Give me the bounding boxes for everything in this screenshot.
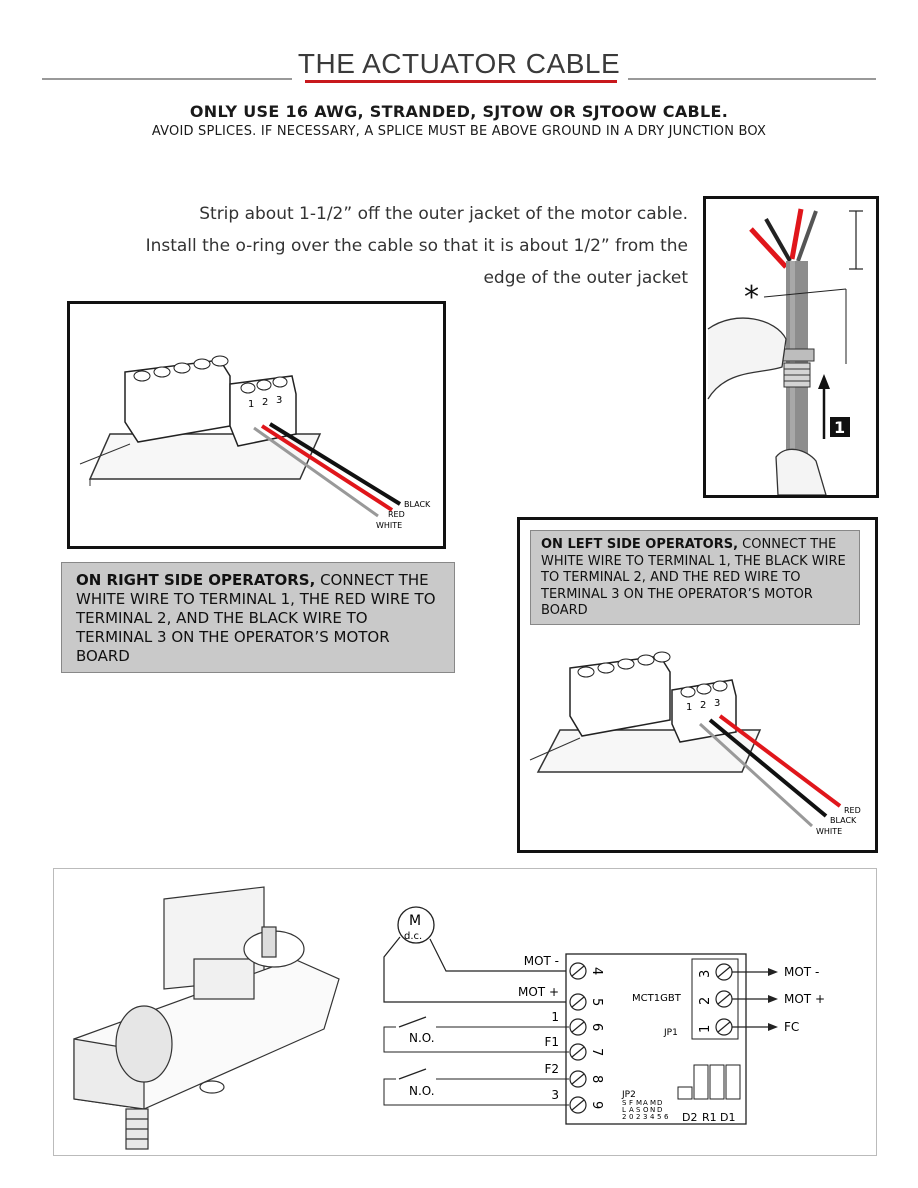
- no-label-1: N.O.: [409, 1031, 435, 1045]
- left-terminal-num: 4: [589, 967, 604, 975]
- right-terminal-3: 3: [276, 395, 282, 406]
- instruction-line-1: Strip about 1-1/2” off the outer jacket …: [199, 204, 688, 224]
- left-terminal-label: 1: [551, 1010, 559, 1024]
- motor-label: M: [409, 913, 421, 929]
- left-terminal-8: 8 F2: [544, 1062, 604, 1088]
- asterisk-label: *: [744, 280, 759, 315]
- no-label-2: N.O.: [409, 1084, 435, 1098]
- dip-cell: 4: [650, 1113, 655, 1121]
- d2-label: D2: [682, 1111, 697, 1124]
- left-terminal-num: 8: [589, 1075, 604, 1083]
- right-terminal-label: MOT +: [784, 992, 825, 1006]
- right-terminal-num: 2: [698, 997, 713, 1005]
- dip-cell: 0: [629, 1113, 633, 1121]
- cable-photo: * 1: [703, 196, 879, 498]
- left-terminal-drawing: 1 2 3 RED BLACK WHITE: [529, 651, 861, 836]
- left-terminal-6: 61: [551, 1010, 604, 1036]
- dip-cell: S: [636, 1106, 641, 1114]
- d1-label: D1: [720, 1111, 735, 1124]
- right-terminal-2: 2: [262, 397, 268, 408]
- right-terminal-3: 3 MOT -: [698, 963, 819, 981]
- dip-cell: A: [629, 1106, 634, 1114]
- left-terminal-1: 1: [686, 702, 692, 713]
- right-terminal-2: 2 MOT +: [698, 990, 825, 1008]
- instruction-line-3: edge of the outer jacket: [483, 268, 688, 288]
- left-terminal-3: 3: [714, 698, 720, 709]
- step-number: 1: [834, 418, 845, 437]
- dip-cell: 5: [657, 1113, 661, 1121]
- right-terminal-drawing: 1 2 3 BLACK RED WHITE: [79, 355, 431, 530]
- cable-requirement: ONLY USE 16 AWG, STRANDED, SJTOW OR SJTO…: [189, 102, 729, 121]
- dip-cell: O: [643, 1106, 649, 1114]
- left-side-body: CONNECT THE WHITE WIRE TO TERMINAL 1, TH…: [541, 537, 846, 618]
- left-terminal-4: 4 MOT -: [524, 954, 604, 980]
- label-black-left: BLACK: [830, 816, 857, 825]
- left-terminal-num: 7: [589, 1048, 604, 1056]
- strip-instructions: Strip about 1-1/2” off the outer jacket …: [90, 198, 688, 294]
- header-rule-right: [628, 78, 876, 80]
- dip-cell: M: [650, 1099, 656, 1107]
- jp2-label: JP2: [621, 1090, 636, 1100]
- left-terminal-7: 7 F1: [544, 1035, 604, 1061]
- left-terminal-label: F2: [544, 1062, 559, 1076]
- right-terminal-1: 1: [248, 399, 254, 410]
- left-terminal-num: 9: [589, 1101, 604, 1109]
- right-side-lead: ON RIGHT SIDE OPERATORS,: [76, 571, 316, 589]
- title-underline: [305, 80, 617, 83]
- instruction-line-2: Install the o-ring over the cable so tha…: [145, 236, 688, 256]
- right-side-note: ON RIGHT SIDE OPERATORS, CONNECT THE WHI…: [61, 562, 455, 673]
- dip-cell: 3: [643, 1113, 647, 1121]
- label-red: RED: [388, 510, 405, 519]
- r1-label: R1: [702, 1111, 717, 1124]
- label-white-left: WHITE: [816, 827, 842, 836]
- label-black: BLACK: [404, 500, 431, 509]
- dip-cell: D: [657, 1099, 662, 1107]
- dip-cell: A: [643, 1099, 648, 1107]
- dip-cell: 2: [622, 1113, 626, 1121]
- dip-cell: 2: [636, 1113, 640, 1121]
- dip-cell: N: [650, 1106, 655, 1114]
- jp1-label: JP1: [663, 1028, 678, 1038]
- left-terminal-label: F1: [544, 1035, 559, 1049]
- dip-cell: S: [622, 1099, 627, 1107]
- left-terminal-label: 3: [551, 1088, 559, 1102]
- right-terminal-label: MOT -: [784, 965, 819, 979]
- cable-illustration: * 1: [707, 208, 863, 496]
- left-terminal-5: 5 MOT +: [518, 985, 604, 1011]
- left-terminal-num: 5: [589, 998, 604, 1006]
- dip-cell: L: [622, 1106, 626, 1114]
- right-side-body: CONNECT THE WHITE WIRE TO TERMINAL 1, TH…: [76, 571, 436, 665]
- left-side-lead: ON LEFT SIDE OPERATORS,: [541, 537, 739, 552]
- dip-cell: 6: [664, 1113, 669, 1121]
- right-terminal-num: 1: [698, 1025, 713, 1033]
- left-terminal-label: MOT -: [524, 954, 559, 968]
- dip-cell: M: [636, 1099, 642, 1107]
- label-red-left: RED: [844, 806, 861, 815]
- left-terminal-2: 2: [700, 700, 706, 711]
- header-rule-left: [42, 78, 292, 80]
- right-terminal-1: 1 FC: [698, 1018, 799, 1036]
- motor-sub: d.c.: [404, 931, 422, 942]
- left-terminal-num: 6: [589, 1023, 604, 1031]
- label-white: WHITE: [376, 521, 402, 530]
- left-terminal-9: 93: [551, 1088, 604, 1114]
- splice-warning: AVOID SPLICES. IF NECESSARY, A SPLICE MU…: [151, 124, 767, 139]
- right-side-illustration: 1 2 3 BLACK RED WHITE: [67, 301, 446, 549]
- board-label: MCT1GBT: [632, 993, 682, 1004]
- right-terminal-label: FC: [784, 1020, 799, 1034]
- dip-cell: F: [629, 1099, 633, 1107]
- page-title: THE ACTUATOR CABLE: [297, 48, 621, 79]
- right-terminal-num: 3: [698, 970, 713, 978]
- left-terminal-label: MOT +: [518, 985, 559, 999]
- dip-cell: D: [657, 1106, 662, 1114]
- left-side-note: ON LEFT SIDE OPERATORS, CONNECT THE WHIT…: [530, 530, 860, 625]
